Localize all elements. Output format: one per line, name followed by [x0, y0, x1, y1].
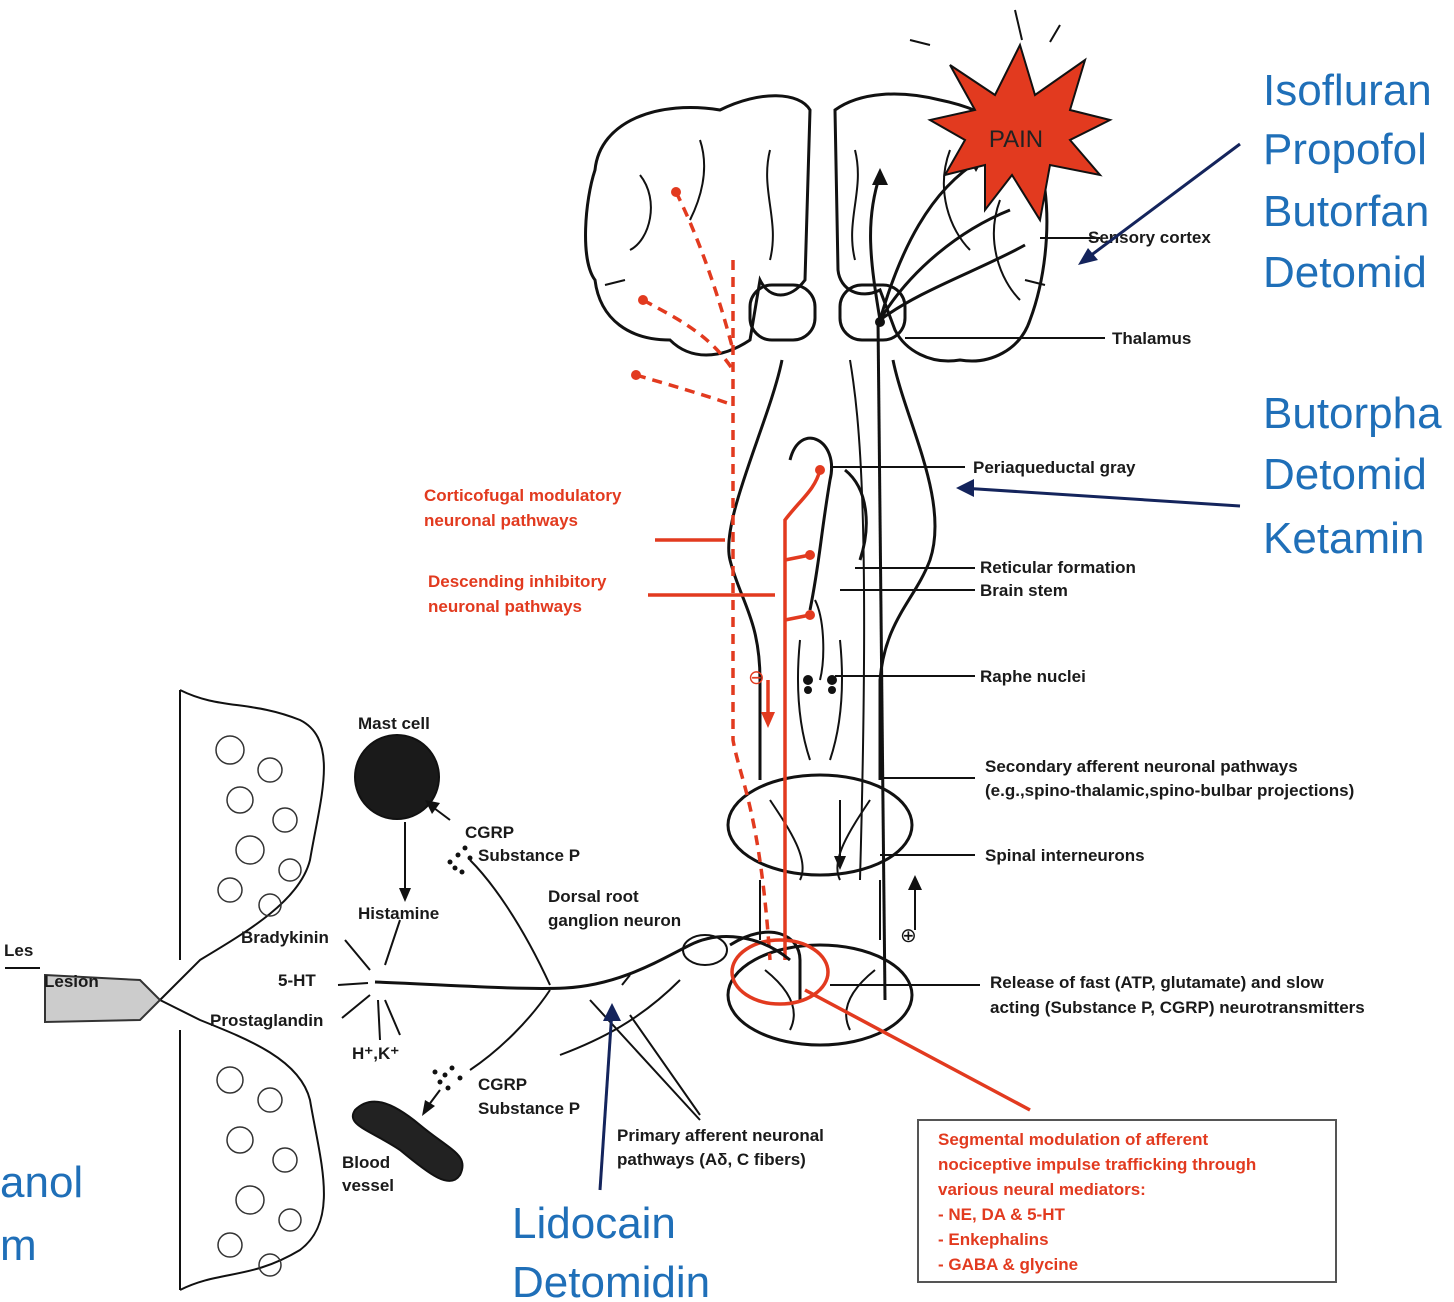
label-brain-stem: Brain stem: [980, 581, 1068, 600]
label-secondary-afferent-1: Secondary afferent neuronal pathways: [985, 757, 1298, 776]
label-drg-1: Dorsal root: [548, 887, 639, 906]
label-corticofugal-1: Corticofugal modulatory: [424, 486, 622, 505]
segmental-line-1: Segmental modulation of afferent: [938, 1130, 1208, 1149]
label-primary-afferent-2: pathways (Aδ, C fibers): [617, 1150, 806, 1169]
label-prostaglandin: Prostaglandin: [210, 1011, 323, 1030]
minus-sign: ⊖: [748, 667, 765, 689]
drug-peripheral-1: Lidocain: [512, 1199, 676, 1248]
label-drg-2: ganglion neuron: [548, 911, 681, 930]
label-thalamus: Thalamus: [1112, 329, 1191, 348]
label-5ht: 5-HT: [278, 971, 316, 990]
plus-sign: ⊕: [900, 925, 917, 947]
drug-cortex-2: Propofol: [1263, 125, 1427, 174]
label-periaqueductal-gray: Periaqueductal gray: [973, 458, 1136, 477]
label-blood-vessel-2: vessel: [342, 1176, 394, 1195]
label-corticofugal-2: neuronal pathways: [424, 511, 578, 530]
drug-brainstem-2: Detomid: [1263, 450, 1427, 499]
segmental-line-5: - Enkephalins: [938, 1230, 1049, 1249]
label-spinal-interneurons: Spinal interneurons: [985, 846, 1145, 865]
label-release-2: acting (Substance P, CGRP) neurotransmit…: [990, 998, 1365, 1017]
label-lesion-cut: Les: [4, 941, 33, 960]
pain-label: PAIN: [989, 126, 1043, 153]
ascending-pathways: [730, 156, 1025, 1000]
drug-brainstem-1: Butorpha: [1263, 389, 1442, 438]
drug-peripheral-2: Detomidin: [512, 1258, 710, 1302]
label-mast-cell: Mast cell: [358, 714, 430, 733]
drug-cortex-3: Butorfan: [1263, 187, 1429, 236]
red-pathways: [631, 187, 1030, 1110]
drug-cortex-4: Detomid: [1263, 248, 1427, 297]
label-histamine: Histamine: [358, 904, 439, 923]
label-cgrp-bottom: CGRP: [478, 1075, 527, 1094]
label-descending-2: neuronal pathways: [428, 597, 582, 616]
segmental-line-4: - NE, DA & 5-HT: [938, 1205, 1065, 1224]
drug-left-cut-2: m: [0, 1221, 37, 1270]
drug-brainstem-3: Ketamin: [1263, 514, 1424, 563]
segmental-line-2: nociceptive impulse trafficking through: [938, 1155, 1256, 1174]
label-reticular-formation: Reticular formation: [980, 558, 1136, 577]
segmental-line-6: - GABA & glycine: [938, 1255, 1078, 1274]
label-descending-1: Descending inhibitory: [428, 572, 607, 591]
label-h-k: H⁺,K⁺: [352, 1044, 399, 1063]
label-lesion: Lesion: [44, 972, 99, 991]
label-substance-p-top: Substance P: [478, 846, 580, 865]
label-substance-p-bottom: Substance P: [478, 1099, 580, 1118]
label-release-1: Release of fast (ATP, glutamate) and slo…: [990, 973, 1325, 992]
segmental-line-3: various neural mediators:: [938, 1180, 1146, 1199]
label-secondary-afferent-2: (e.g.,spino-thalamic,spino-bulbar projec…: [985, 781, 1354, 800]
label-raphe-nuclei: Raphe nuclei: [980, 667, 1086, 686]
label-cgrp-top: CGRP: [465, 823, 514, 842]
pain-starburst: [910, 10, 1110, 220]
drug-left-cut-1: anol: [0, 1158, 83, 1207]
label-bradykinin: Bradykinin: [241, 928, 329, 947]
drug-pointer-arrows: [600, 144, 1240, 1190]
label-primary-afferent-1: Primary afferent neuronal: [617, 1126, 824, 1145]
label-blood-vessel-1: Blood: [342, 1153, 390, 1172]
drug-cortex-1: Isofluran: [1263, 66, 1432, 115]
